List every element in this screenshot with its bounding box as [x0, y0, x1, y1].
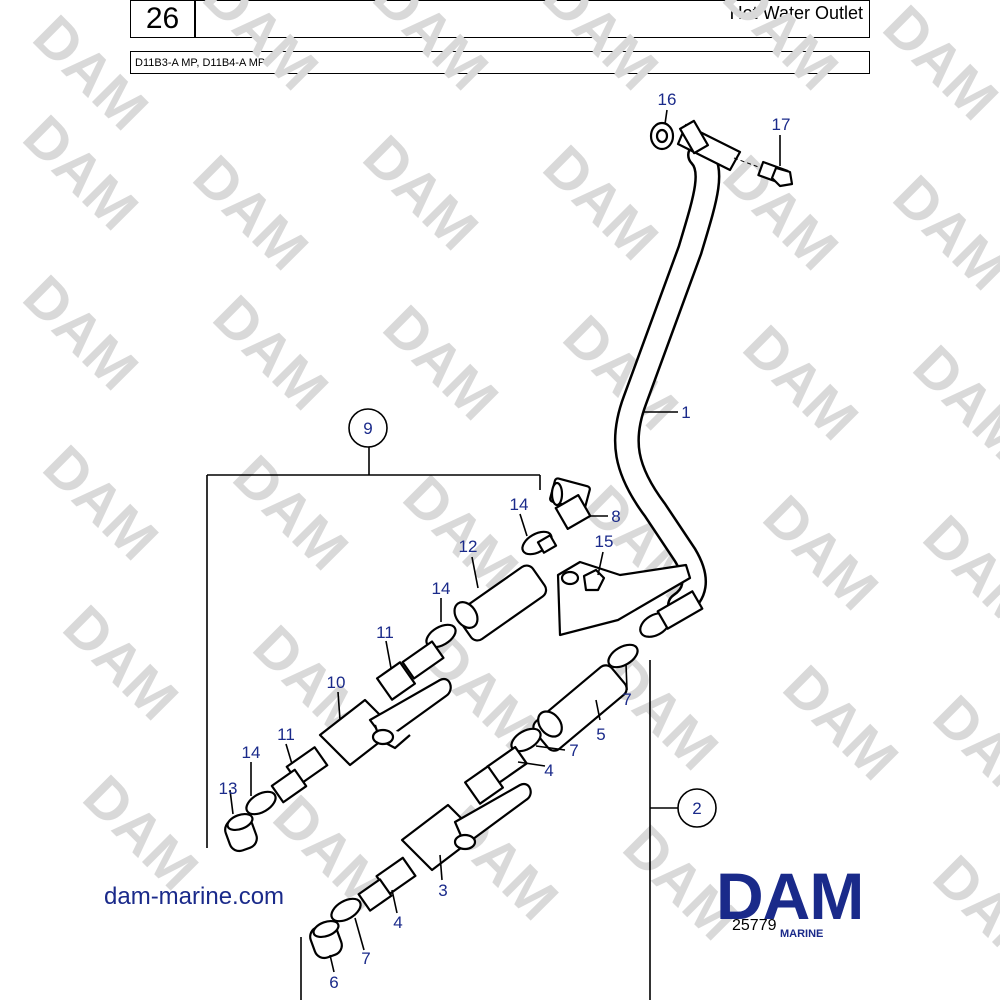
hose-part-5 [532, 664, 628, 752]
valve-part-10 [318, 677, 452, 767]
watermark: DAM [531, 0, 670, 103]
watermark: DAM [191, 0, 330, 103]
watermark: DAM [881, 163, 1000, 302]
page-title: Hot Water Outlet [195, 0, 870, 38]
watermark: DAM [531, 133, 670, 272]
watermark: DAM [901, 333, 1000, 472]
bolt-part-17 [733, 157, 794, 188]
valve-part-3 [400, 782, 532, 872]
callout-7-bottom: 7 [361, 949, 370, 968]
callout-2: 2 [692, 799, 701, 818]
clamp-part-14-lower [245, 790, 277, 816]
callout-17: 17 [772, 115, 791, 134]
watermark-layer: DAM DAM DAM DAM DAM DAM DAM DAM DAM DAM … [11, 0, 1000, 983]
callout-11-bottom: 11 [277, 725, 295, 744]
callout-1: 1 [681, 403, 690, 422]
page-number: 26 [130, 0, 195, 38]
callout-circle-9 [348, 408, 388, 448]
watermark: DAM [361, 0, 500, 103]
callout-14-middle: 14 [432, 579, 451, 598]
clamp-part-14-upper [521, 530, 558, 556]
watermark: DAM [31, 433, 170, 572]
watermark: DAM [371, 293, 510, 432]
callout-7-middle: 7 [569, 741, 578, 760]
watermark: DAM [921, 683, 1000, 822]
website-link[interactable]: dam-marine.com [104, 883, 285, 910]
callout-12: 12 [459, 537, 478, 556]
kit-2-bracket [300, 660, 717, 1000]
watermark: DAM [921, 843, 1000, 982]
callout-13: 13 [219, 779, 238, 798]
callout-4-top: 4 [544, 761, 553, 780]
watermark: DAM [221, 443, 360, 582]
washer-part-16 [649, 121, 675, 151]
nipple-part-4-upper [463, 745, 528, 805]
leader-lines [229, 109, 781, 973]
callout-numbers: 16 17 1 9 8 15 14 12 14 11 10 11 14 13 7… [219, 90, 791, 992]
clamp-part-7-lower [330, 897, 362, 923]
callout-8: 8 [611, 507, 620, 526]
dam-logo-subtitle: MARINE [780, 928, 824, 940]
watermark: DAM [871, 0, 1000, 133]
callout-4-bottom: 4 [393, 913, 402, 932]
callout-11-top: 11 [376, 623, 394, 642]
engine-models: D11B3-A MP, D11B4-A MP [130, 51, 870, 74]
watermark: DAM [11, 263, 150, 402]
watermark: DAM [911, 503, 1000, 642]
nipple-part-11-lower [270, 746, 329, 804]
watermark: DAM [71, 763, 210, 902]
watermark: DAM [731, 313, 870, 452]
cap-part-13 [224, 812, 258, 853]
callout-5: 5 [596, 725, 605, 744]
callout-7-top: 7 [622, 690, 631, 709]
clamp-part-7-top [607, 643, 639, 669]
callout-circle-2 [677, 788, 717, 828]
callout-6: 6 [329, 973, 338, 992]
callout-14-top: 14 [510, 495, 529, 514]
callout-15: 15 [595, 532, 614, 551]
callout-3: 3 [438, 881, 447, 900]
drawing-number: 25779 [732, 917, 777, 934]
callout-16: 16 [658, 90, 677, 109]
hose-part-12 [453, 564, 548, 642]
callout-10: 10 [327, 673, 346, 692]
callout-14-bottom: 14 [242, 743, 261, 762]
watermark: DAM [181, 143, 320, 282]
elbow-fitting-part-8 [549, 477, 592, 530]
watermark: DAM [711, 0, 850, 103]
watermark: DAM [771, 653, 910, 792]
bracket-part-15 [556, 560, 692, 637]
watermark: DAM [51, 593, 190, 732]
watermark: DAM [751, 483, 890, 622]
callout-9: 9 [363, 419, 372, 438]
nipple-part-11-upper [375, 640, 445, 701]
kit-9-bracket [206, 408, 541, 848]
watermark: DAM [201, 283, 340, 422]
dam-logo: DAM [716, 859, 864, 933]
pipe-part-1 [613, 119, 742, 638]
nipple-part-4-lower [357, 856, 417, 912]
cap-part-6 [309, 919, 343, 960]
watermark: DAM [351, 123, 490, 262]
